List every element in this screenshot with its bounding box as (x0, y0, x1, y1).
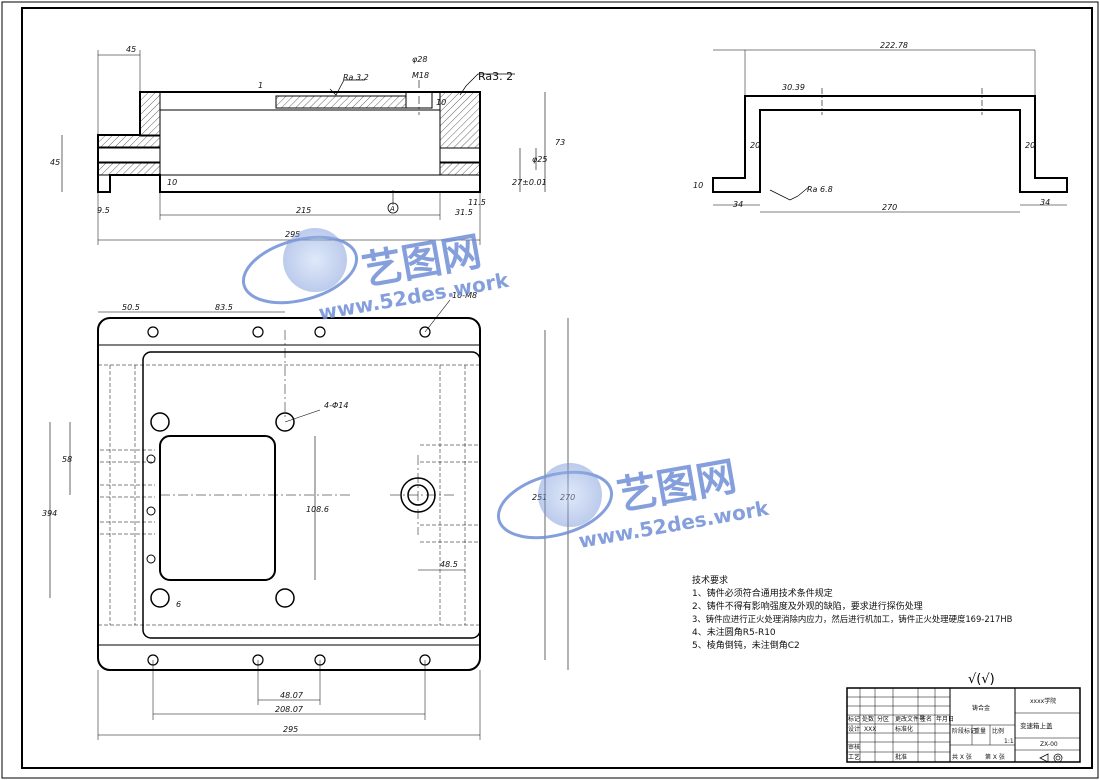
label-sheet-total: 共 X 张 (952, 753, 972, 761)
roughness-ra32: Ra 3.2 (343, 73, 369, 82)
dim-394: 394 (42, 509, 57, 518)
dim-front-295: 295 (285, 230, 300, 239)
tech-req-item: 4、未注圆角R5-R10 (692, 626, 776, 638)
dim-side-20: 20 (750, 141, 760, 150)
label-stage: 阶段标记 (952, 727, 976, 735)
dim-48-5: 48.5 (440, 560, 458, 569)
dim-222-78: 222.78 (880, 41, 908, 50)
designer: XXX (864, 726, 876, 733)
label-doc: 更改文件号 (895, 715, 925, 723)
dim-side-34b: 34 (1040, 198, 1050, 207)
label-weight: 重量 (974, 727, 986, 735)
front-dims: 45 φ28 M18 Ra 3.2 Ra3. 2 73 45 10 215 31… (50, 45, 565, 239)
roughness-symbol: √(√) (968, 672, 995, 687)
dim-48-07: 48.07 (280, 691, 304, 700)
title-block-text: xxxx学院 变速箱上盖 ZX-00 铸合金 1:1 XXX 标记 处数 分区 … (848, 697, 1063, 763)
technical-requirements: 技术要求 1、铸件必须符合通用技术条件规定 2、铸件不得有影响强度及外观的缺陷，… (692, 574, 1013, 651)
dim-11-5: 11.5 (468, 198, 486, 207)
label-process: 工艺 (848, 753, 860, 761)
dim-side-10: 10 (693, 181, 703, 190)
tech-req-item: 2、铸件不得有影响强度及外观的缺陷，要求进行探伤处理 (692, 600, 923, 612)
top-view (49, 299, 569, 740)
dim-10b: 10 (436, 98, 446, 107)
dim-50-5: 50.5 (122, 303, 140, 312)
dim-10: 10 (167, 178, 177, 187)
tech-req-item: 3、铸件应进行正火处理消除内应力，然后进行机加工，铸件正火处理硬度169-217… (692, 614, 1013, 624)
watermark-2: 艺图网 www.52des.work (496, 454, 771, 553)
dim-side-34: 34 (733, 200, 743, 209)
part-name: 变速箱上盖 (1020, 721, 1053, 730)
dim-31-5: 31.5 (455, 208, 473, 217)
projection-symbol (1039, 753, 1063, 763)
inner-frame (21, 7, 1093, 769)
dim-top-295: 295 (283, 725, 298, 734)
label-ratio: 比例 (992, 727, 1004, 735)
drawing-number: ZX-00 (1040, 741, 1058, 748)
dim-83-5: 83.5 (215, 303, 233, 312)
label-sheet-no: 第 X 张 (985, 753, 1005, 761)
front-section-view (61, 50, 546, 245)
label-review: 审核 (848, 743, 860, 751)
dim-m18: M18 (412, 71, 429, 80)
roughness-ra68: Ra 6.8 (807, 185, 833, 194)
dim-side-20b: 20 (1025, 141, 1035, 150)
label-zone: 分区 (877, 715, 889, 723)
scale: 1:1 (1004, 738, 1014, 745)
dim-215: 215 (296, 206, 311, 215)
org-name: xxxx学院 (1030, 697, 1056, 705)
tech-req-item: 1、铸件必须符合通用技术条件规定 (692, 587, 833, 599)
label-design: 设计 (848, 725, 860, 733)
dim-30-39: 30.39 (782, 83, 805, 92)
roughness-ra32-big: Ra3. 2 (478, 70, 513, 83)
tech-req-item: 5、棱角倒钝，未注倒角C2 (692, 639, 800, 651)
dim-side-45: 45 (50, 158, 60, 167)
dim-phi28: φ28 (412, 55, 427, 64)
label-mark: 标记 (848, 715, 860, 723)
label-std: 标准化 (895, 725, 913, 733)
side-dims: 222.78 30.39 10 34 270 34 Ra 6.8 20 20 (693, 41, 1050, 212)
tech-req-title: 技术要求 (692, 574, 728, 586)
dim-27: 27±0.01 (512, 178, 547, 187)
dim-9-5: 9.5 (97, 206, 110, 215)
dim-58: 58 (62, 455, 72, 464)
dim-1: 1 (258, 81, 263, 90)
label-date: 年月日 (936, 715, 954, 723)
datum-a: A (389, 205, 395, 213)
dim-4-phi14: 4-Φ14 (324, 401, 348, 410)
dim-front-45: 45 (126, 45, 136, 54)
dim-10-m8: 10-M8 (452, 291, 477, 300)
dim-phi25: φ25 (532, 155, 547, 164)
label-approve: 批准 (895, 753, 907, 761)
dim-73: 73 (555, 138, 565, 147)
label-sign: 签名 (920, 715, 932, 723)
dim-108-6: 108.6 (306, 505, 329, 514)
dim-208-07: 208.07 (275, 705, 304, 714)
label-count: 处数 (862, 715, 874, 723)
dim-6: 6 (176, 600, 181, 609)
dim-side-270: 270 (882, 203, 897, 212)
side-view (712, 49, 1068, 213)
material: 铸合金 (972, 704, 990, 712)
watermark-1: 艺图网 www.52des.work (241, 228, 511, 325)
title-block (846, 687, 1081, 763)
top-dims: 50.5 83.5 10-M8 4-Φ14 58 394 108.6 251 2… (42, 291, 575, 734)
